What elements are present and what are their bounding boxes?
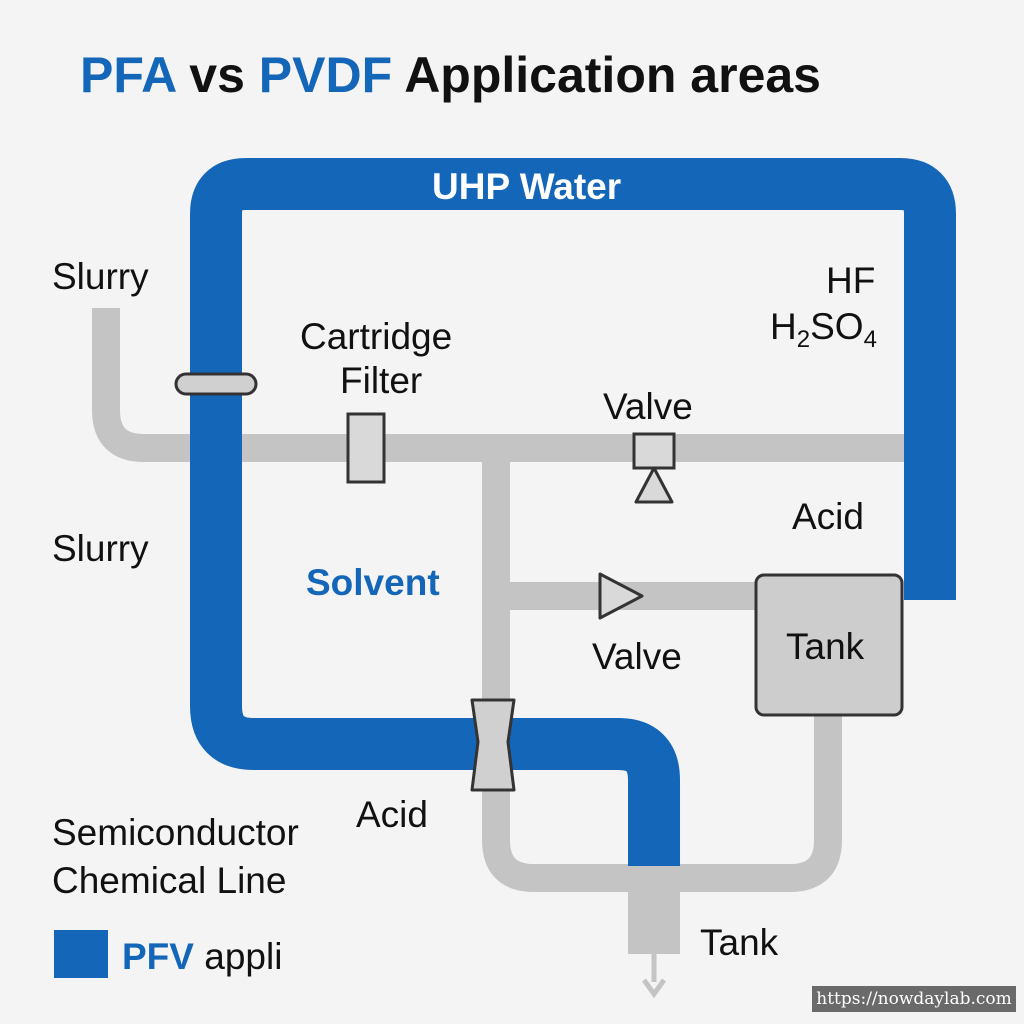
chemical-line-label: Chemical Line [52,860,287,901]
valve-top-label: Valve [603,386,693,427]
solvent-label: Solvent [306,562,440,603]
pipe-coupling-left [174,372,258,396]
acid-right-label: Acid [792,496,864,537]
slurry-pipe [92,308,906,462]
page-title: PFA vs PVDF Application areas [80,47,821,103]
tank-box-label: Tank [786,626,865,667]
tank-bottom-label: Tank [700,922,779,963]
filter-label: Filter [340,360,423,401]
valve-top-icon [632,432,676,504]
legend-label: PFV appli [122,936,283,977]
uhp-water-loop [190,158,956,866]
slurry-mid-label: Slurry [52,528,149,569]
hf-label: HF [826,260,876,301]
semiconductor-label: Semiconductor [52,812,299,853]
valve-bottom-label: Valve [592,636,682,677]
tank [754,573,904,717]
acid-bottom-label: Acid [356,794,428,835]
watermark: https://nowdaylab.com [812,986,1016,1012]
main-branch-pipe [482,448,654,892]
cartridge-label: Cartridge [300,316,453,357]
drain-arrow-icon [641,954,667,999]
legend-swatch [54,930,108,978]
pipe-coupling-bottom [470,698,516,792]
h2so4-label: H2SO4 [770,306,877,353]
uhp-water-label: UHP Water [432,166,622,207]
slurry-top-label: Slurry [52,256,149,297]
valve-bottom-icon [598,572,644,620]
pfa-loop [190,158,956,866]
drain-pipe [628,878,680,954]
tank-outlet-pipe [654,712,842,892]
cartridge-filter [346,412,386,484]
